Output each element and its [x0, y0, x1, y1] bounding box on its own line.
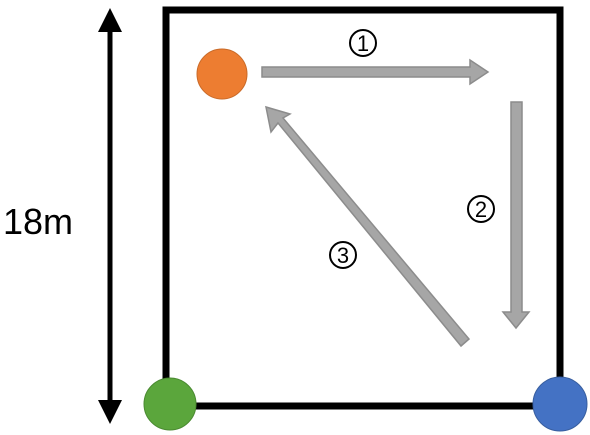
corner-marker-bottom-right — [532, 376, 588, 432]
dimension-label: 18m — [3, 201, 73, 242]
step-1-arrow — [261, 58, 490, 86]
step-1-badge: 1 — [349, 29, 377, 57]
step-1-number: 1 — [357, 31, 369, 56]
step-2-number: 2 — [475, 197, 487, 222]
step-3-badge: 3 — [329, 241, 357, 269]
dimension-arrow — [98, 8, 122, 424]
step-3-number: 3 — [337, 243, 349, 268]
corner-marker-bottom-left — [143, 377, 197, 431]
room-frame — [162, 6, 564, 410]
start-marker — [196, 48, 248, 100]
step-2-arrow — [501, 101, 531, 330]
step-3-arrow — [265, 105, 471, 348]
step-2-badge: 2 — [467, 195, 495, 223]
